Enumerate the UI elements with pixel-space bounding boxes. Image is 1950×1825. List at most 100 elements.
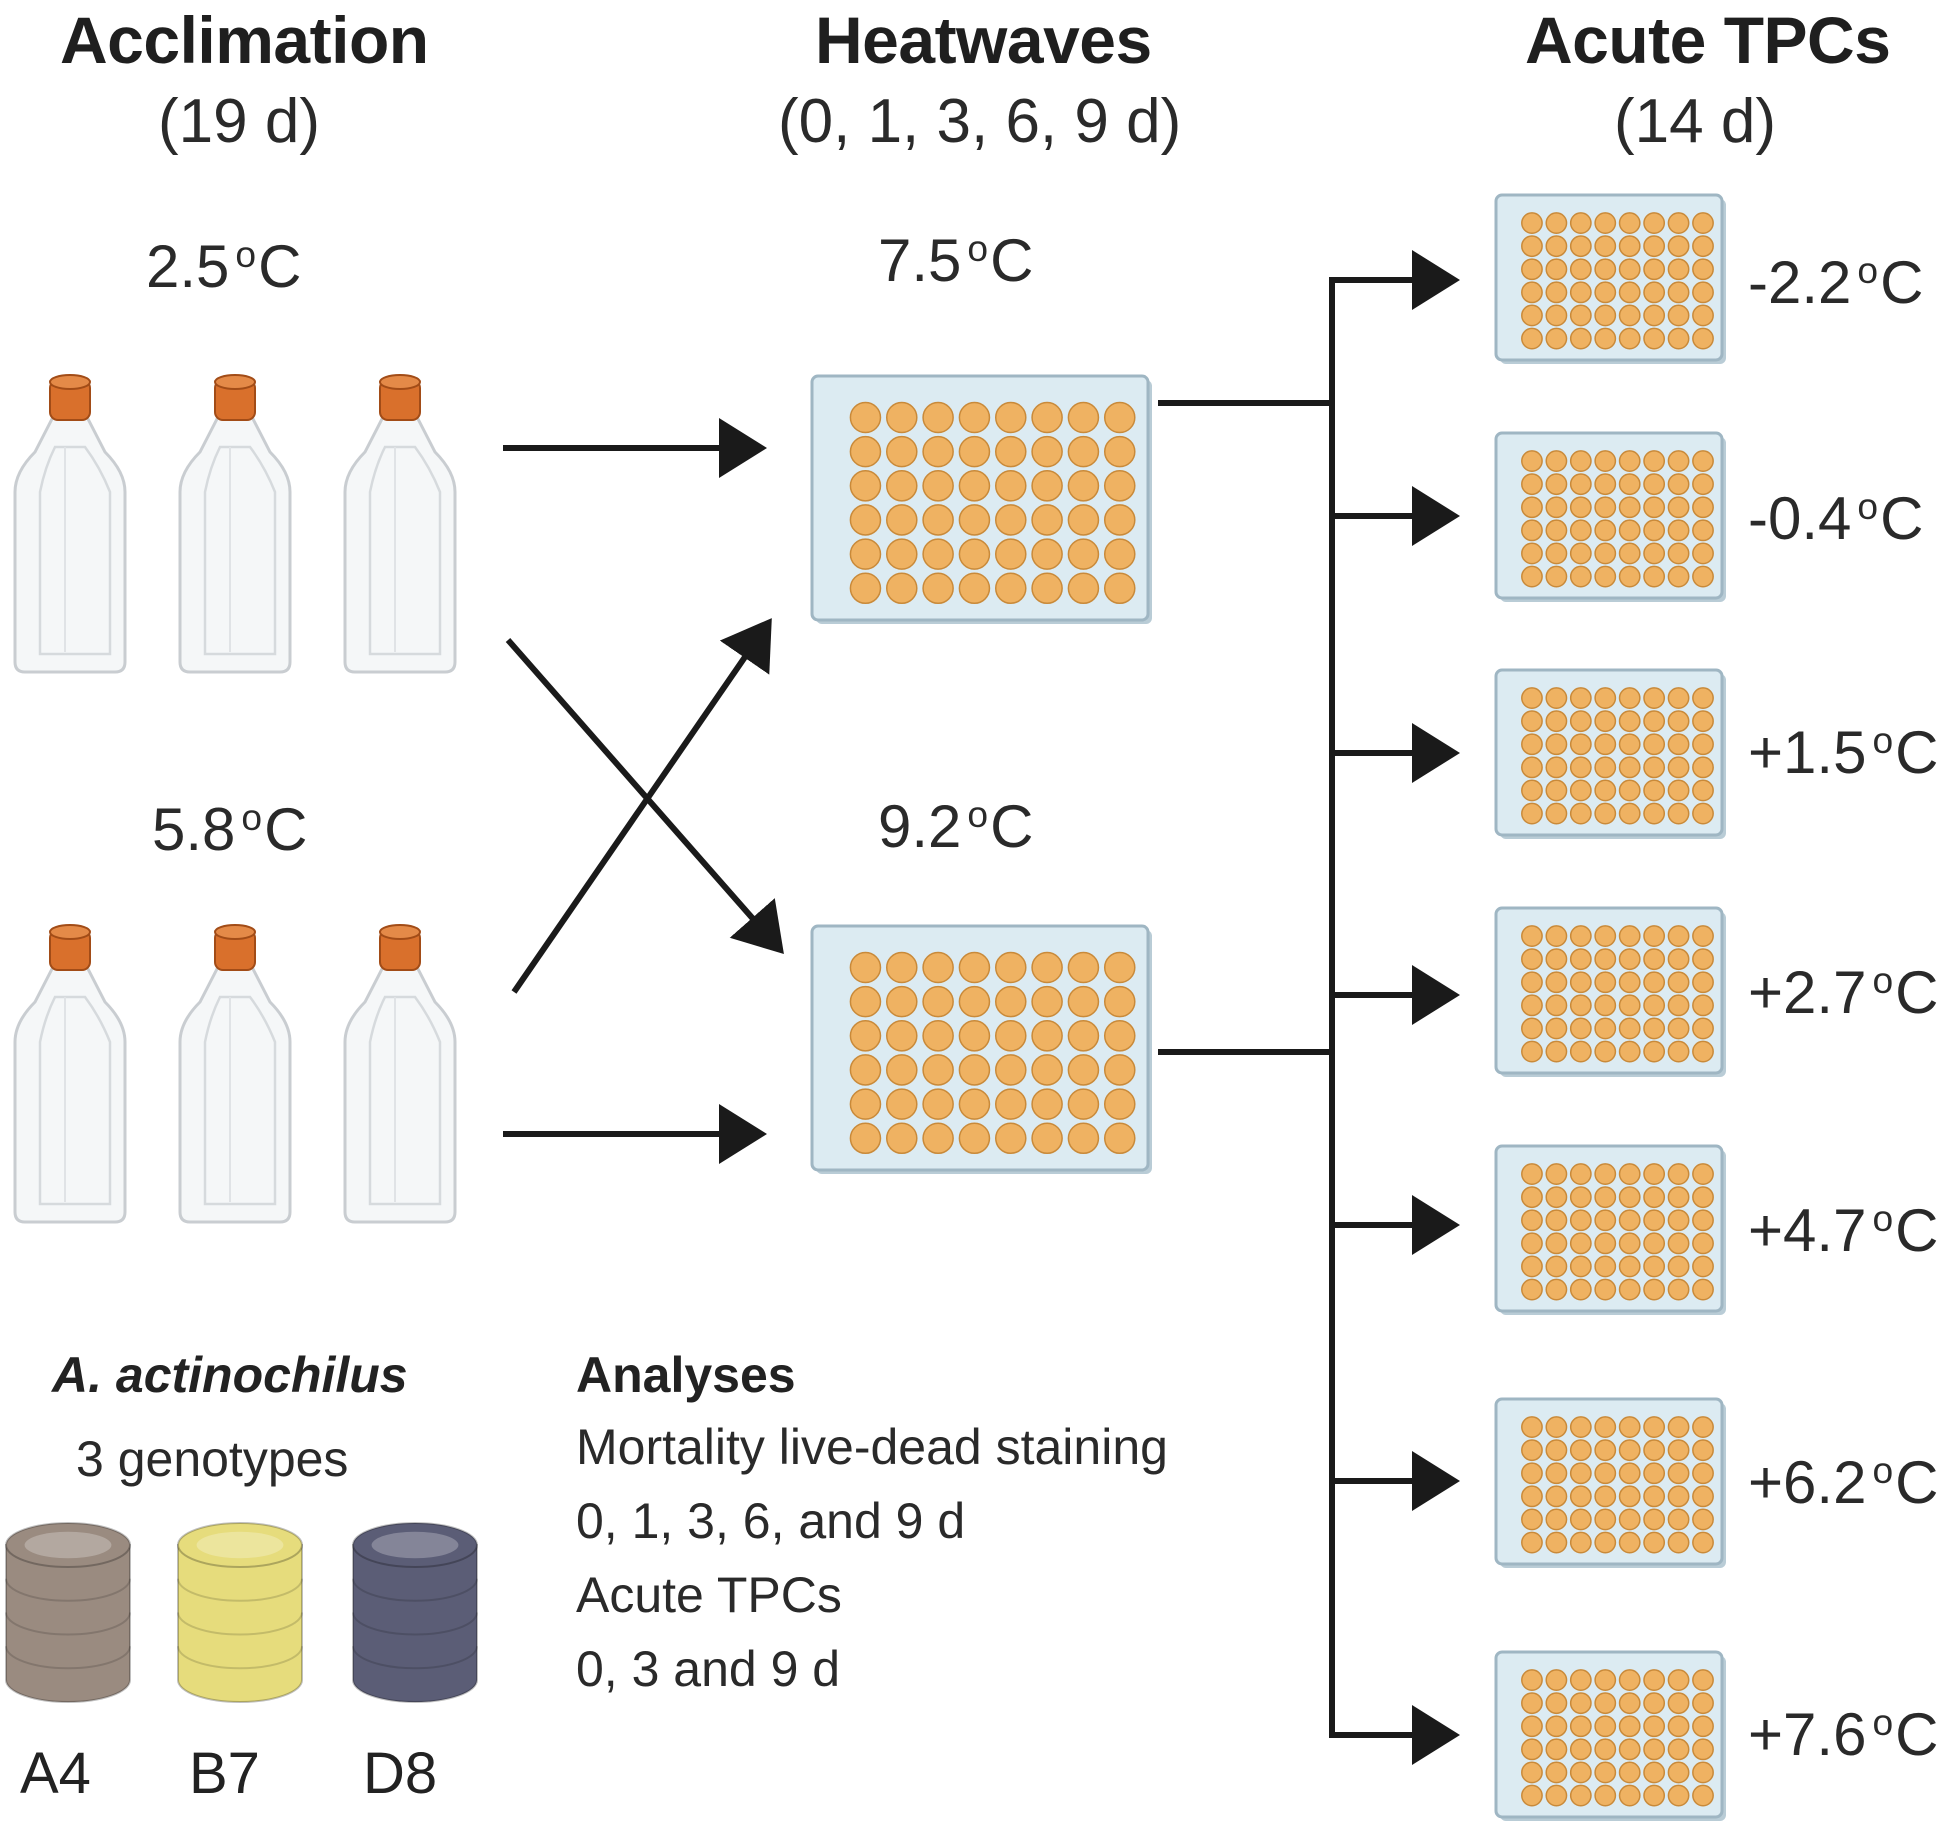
well (1618, 496, 1641, 519)
heatwaves-title: Heatwaves (815, 3, 1152, 77)
well (1692, 1186, 1714, 1209)
well (1692, 710, 1714, 733)
flask-icon (178, 923, 292, 1224)
arrow (505, 638, 784, 955)
well (922, 1088, 954, 1120)
well (1692, 925, 1714, 947)
well (1521, 1255, 1543, 1278)
well (1545, 1040, 1568, 1063)
well (1067, 1122, 1100, 1155)
well (1103, 1088, 1136, 1120)
well-plate-icon (1494, 668, 1726, 839)
well (1569, 473, 1592, 496)
well (1594, 1416, 1617, 1438)
well (1103, 572, 1136, 605)
well (1521, 1669, 1543, 1691)
well (849, 985, 882, 1018)
well (1545, 1784, 1568, 1807)
well (1521, 1715, 1543, 1738)
well (1643, 1669, 1666, 1691)
well (1594, 925, 1617, 947)
well (1643, 1017, 1666, 1040)
well (1692, 258, 1714, 281)
well (1667, 1017, 1690, 1040)
flask-icon (13, 923, 127, 1224)
well (885, 1020, 918, 1052)
well (1643, 1761, 1666, 1784)
well (1692, 1692, 1714, 1715)
well (1545, 948, 1568, 971)
well (1618, 1462, 1641, 1485)
well (1545, 1462, 1568, 1485)
well (1545, 235, 1568, 258)
well (1594, 519, 1617, 542)
well (958, 985, 991, 1018)
well (1569, 1692, 1592, 1715)
well (1692, 733, 1714, 756)
well (1692, 281, 1714, 304)
well (1569, 212, 1592, 234)
well (1692, 1040, 1714, 1063)
well (994, 538, 1027, 570)
well (1618, 802, 1641, 825)
well (1692, 1255, 1714, 1278)
well (1521, 1209, 1543, 1232)
well (1545, 1209, 1568, 1232)
well (1667, 473, 1690, 496)
well (1594, 565, 1617, 588)
genotypes-label: 3 genotypes (76, 1431, 349, 1487)
well (1569, 802, 1592, 825)
well (1692, 1462, 1714, 1485)
well (1618, 1186, 1641, 1209)
well (1618, 1017, 1641, 1040)
well (1569, 1017, 1592, 1040)
well (1667, 1531, 1690, 1554)
well (885, 572, 918, 605)
well (1521, 1761, 1543, 1784)
well (1667, 1232, 1690, 1255)
well (1545, 779, 1568, 802)
well (1521, 542, 1543, 565)
well (885, 951, 918, 984)
well (1569, 687, 1592, 709)
well (1569, 779, 1592, 802)
well (1569, 1485, 1592, 1508)
well (1569, 994, 1592, 1017)
well (1067, 951, 1100, 984)
well (1545, 756, 1568, 779)
well (1545, 733, 1568, 756)
well (1521, 1738, 1543, 1761)
well (1667, 1692, 1690, 1715)
well (1545, 1416, 1568, 1438)
well (1643, 473, 1666, 496)
well (922, 1020, 954, 1052)
well (1545, 496, 1568, 519)
analyses-line-2: 0, 1, 3, 6, and 9 d (576, 1493, 966, 1549)
well (1618, 1508, 1641, 1531)
well (1521, 565, 1543, 588)
well (1618, 1209, 1641, 1232)
well (1031, 401, 1063, 434)
tpcs-title: Acute TPCs (1525, 3, 1891, 77)
well (1667, 802, 1690, 825)
well (1067, 572, 1100, 605)
flask-icon (13, 373, 127, 674)
well (1667, 1761, 1690, 1784)
well (1692, 1209, 1714, 1232)
well (1067, 1088, 1100, 1120)
well (1643, 212, 1666, 234)
well (1643, 1209, 1666, 1232)
well (1618, 1761, 1641, 1784)
well (922, 504, 954, 536)
well (1594, 281, 1617, 304)
well (1545, 802, 1568, 825)
well (1618, 281, 1641, 304)
well (1545, 1255, 1568, 1278)
well (1594, 1255, 1617, 1278)
well (1594, 733, 1617, 756)
